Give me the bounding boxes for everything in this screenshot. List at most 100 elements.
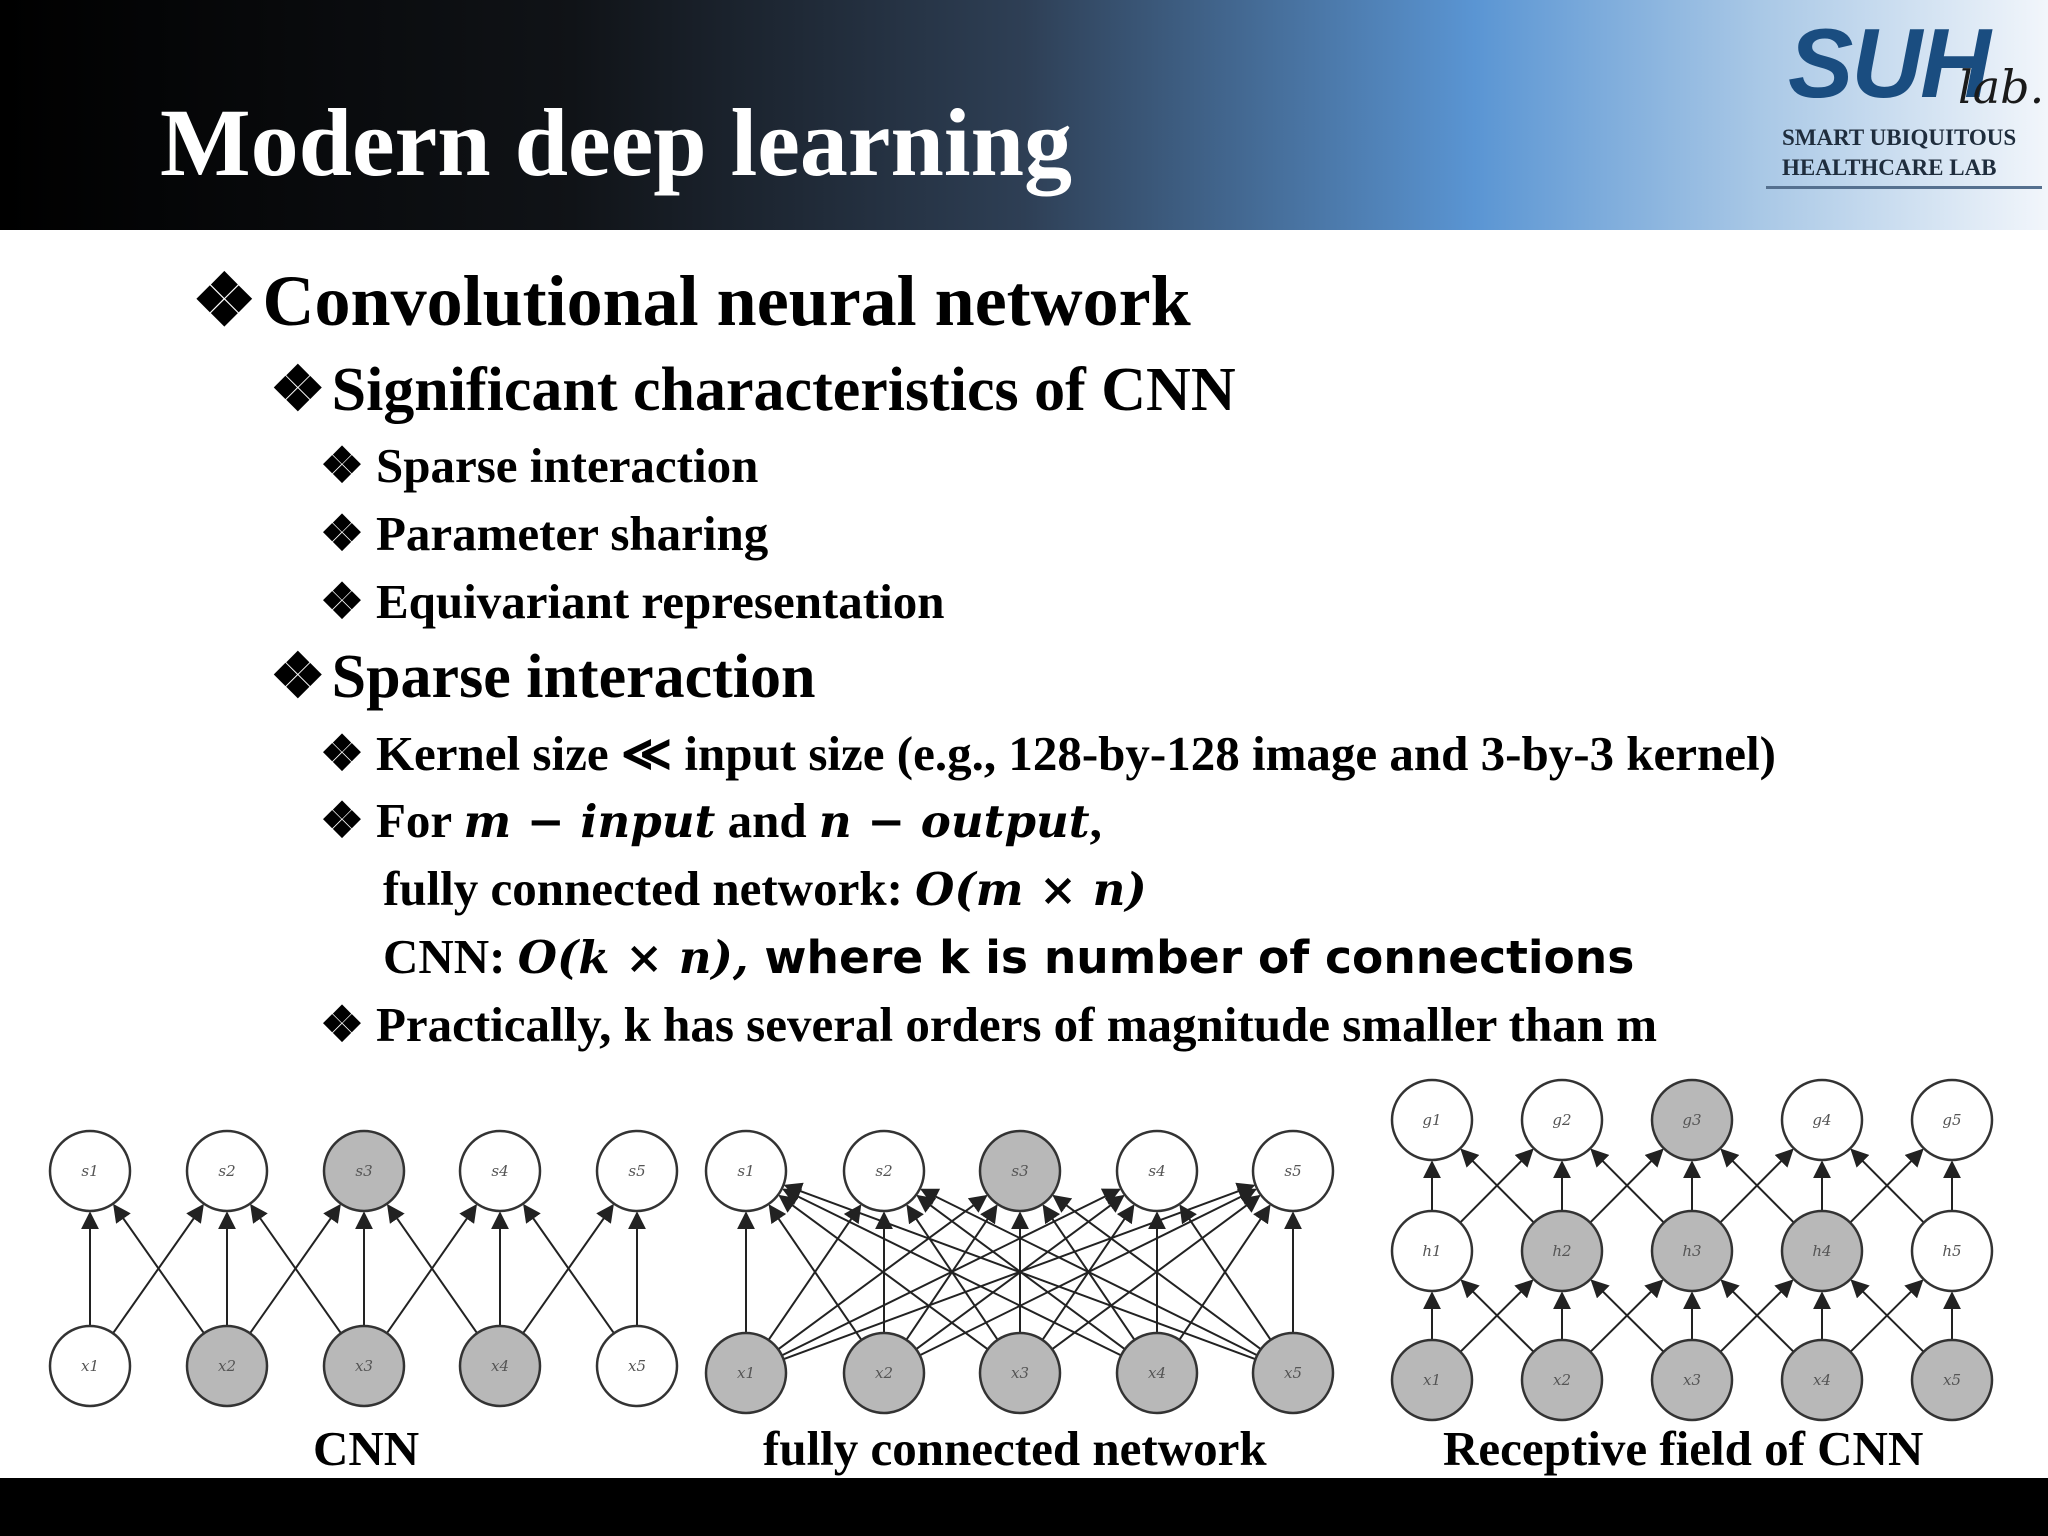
node-label: g3	[1682, 1111, 1701, 1129]
list-item: ❖Practically, k has several orders of ma…	[320, 1000, 1657, 1049]
network-node	[1780, 1078, 1864, 1162]
connection-arrow	[1720, 1148, 1795, 1224]
node-label: x3	[1011, 1364, 1029, 1382]
connection-arrow	[920, 1188, 1258, 1357]
node-label: s2	[218, 1162, 235, 1180]
node-label: x5	[1284, 1364, 1302, 1382]
connection-arrow	[778, 1194, 989, 1351]
node-label: g2	[1552, 1111, 1571, 1129]
connection-arrow	[1719, 1279, 1794, 1353]
node-label: x4	[1148, 1364, 1166, 1382]
heading-cnn: ❖Convolutional neural network	[192, 265, 1191, 337]
heading-cnn-text: Convolutional neural network	[262, 261, 1191, 341]
node-label: x1	[81, 1357, 99, 1375]
connection-arrow	[1589, 1279, 1664, 1353]
math-cnn-expr: (k × n),	[557, 931, 749, 984]
connection-arrow	[783, 1182, 1256, 1361]
network-node	[1650, 1338, 1734, 1422]
cnn-label: CNN:	[383, 929, 518, 984]
network-node	[1115, 1331, 1199, 1415]
bullet-icon: ❖	[270, 643, 326, 711]
network-node	[458, 1324, 542, 1408]
node-label: x2	[875, 1364, 893, 1382]
node-label: h1	[1422, 1242, 1441, 1260]
title-bar: Modern deep learning SUH lab. SMART UBIQ…	[0, 0, 2048, 230]
node-label: s5	[1284, 1162, 1301, 1180]
list-item-text: Parameter sharing	[375, 506, 769, 561]
section1-heading-text: Significant characteristics of CNN	[331, 356, 1236, 424]
network-node	[978, 1331, 1062, 1415]
network-node	[704, 1129, 788, 1213]
node-label: h4	[1812, 1242, 1831, 1260]
caption-fully-connected: fully connected network	[763, 1421, 1267, 1476]
network-node	[1390, 1209, 1474, 1293]
connection-arrow	[1850, 1279, 1925, 1353]
network-node	[1115, 1129, 1199, 1213]
network-node	[322, 1129, 406, 1213]
logo-main-text: SUH	[1788, 8, 1991, 118]
list-item: ❖Kernel size ≪ input size (e.g., 128-by-…	[320, 729, 1776, 778]
lab-logo: SUH lab. SMART UBIQUITOUS HEALTHCARE LAB	[1762, 8, 2044, 189]
where-text: where k is number of connections	[748, 931, 1635, 984]
bullet-icon: ❖	[320, 438, 364, 493]
bullet-icon: ❖	[320, 506, 364, 561]
node-label: s3	[355, 1162, 372, 1180]
network-node	[704, 1331, 788, 1415]
list-item: ❖Parameter sharing	[320, 509, 768, 558]
connection-arrow	[1179, 1204, 1272, 1341]
bullet-icon: ❖	[192, 261, 257, 341]
logo-line-1: SMART UBIQUITOUS	[1782, 125, 2017, 150]
connection-arrow	[1459, 1279, 1534, 1353]
fc-complexity-line: fully connected network: O(m × n)	[383, 864, 1147, 913]
network-node	[1251, 1331, 1335, 1415]
network-node	[1520, 1078, 1604, 1162]
network-node	[1251, 1129, 1335, 1213]
section1-heading: ❖Significant characteristics of CNN	[270, 359, 1236, 421]
section2-heading: ❖Sparse interaction	[270, 646, 815, 708]
math-big-o: O	[517, 931, 558, 984]
network-node	[1910, 1209, 1994, 1293]
node-label: s5	[628, 1162, 645, 1180]
network-node	[1390, 1078, 1474, 1162]
cnn-complexity-line: CNN: O(k × n), where k is number of conn…	[383, 932, 1634, 981]
network-node	[48, 1129, 132, 1213]
network-node	[48, 1324, 132, 1408]
node-label: x5	[628, 1357, 646, 1375]
network-node	[1520, 1209, 1604, 1293]
math-big-o: O	[915, 863, 955, 916]
network-node	[1780, 1338, 1864, 1422]
connection-arrow	[782, 1188, 1122, 1357]
list-item: ❖Equivariant representation	[320, 577, 944, 626]
network-node	[595, 1129, 679, 1213]
fc-label: fully connected network:	[383, 861, 916, 916]
network-node	[1520, 1338, 1604, 1422]
node-label: x3	[355, 1357, 373, 1375]
list-item: ❖For m − input and n − output,	[320, 796, 1102, 845]
network-node	[185, 1129, 269, 1213]
node-label: x3	[1683, 1371, 1701, 1389]
node-label: x4	[491, 1357, 509, 1375]
node-label: h3	[1682, 1242, 1701, 1260]
network-node	[842, 1331, 926, 1415]
connection-arrow	[1590, 1148, 1665, 1224]
network-node	[1780, 1209, 1864, 1293]
node-label: s3	[1011, 1162, 1028, 1180]
network-node	[1910, 1078, 1994, 1162]
caption-cnn: CNN	[313, 1421, 420, 1476]
connection-arrow	[1849, 1279, 1924, 1353]
bullet-icon: ❖	[320, 793, 364, 848]
section2-heading-text: Sparse interaction	[331, 643, 816, 711]
list-item-text: Equivariant representation	[375, 574, 945, 629]
connection-arrow	[1720, 1279, 1795, 1353]
connection-arrow	[1460, 1148, 1535, 1224]
node-label: h2	[1552, 1242, 1571, 1260]
for-text: For	[375, 793, 464, 848]
bullet-icon: ❖	[270, 356, 326, 424]
network-node	[978, 1129, 1062, 1213]
network-node	[595, 1324, 679, 1408]
node-label: x4	[1813, 1371, 1831, 1389]
node-label: s1	[737, 1162, 754, 1180]
